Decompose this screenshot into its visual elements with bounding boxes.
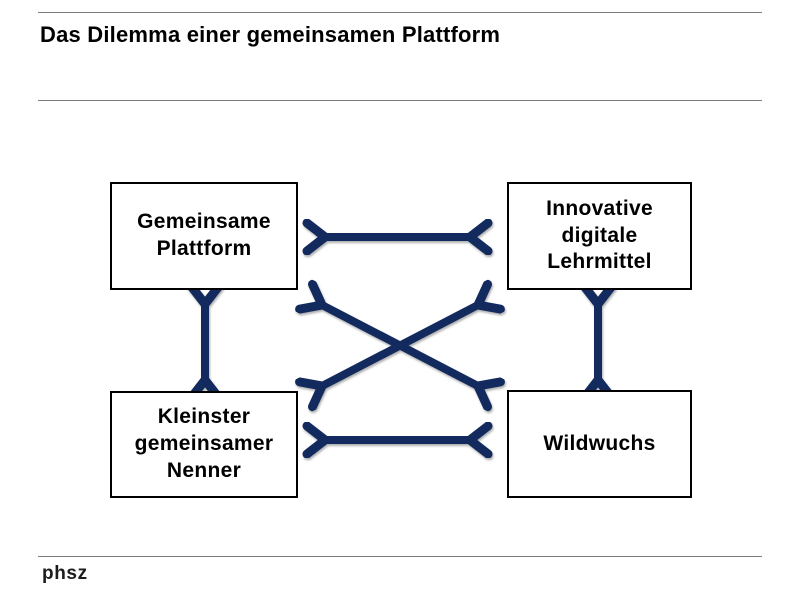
footer-rule-line (38, 556, 762, 557)
box-gemeinsame-plattform: Gemeinsame Plattform (110, 182, 298, 290)
box-label: Gemeinsame Plattform (137, 210, 271, 260)
box-label: Innovative digitale Lehrmittel (546, 196, 653, 274)
top-rule-line (38, 12, 762, 13)
phsz-logo: phsz (42, 563, 88, 584)
arrow-diagonal-up (322, 305, 478, 386)
box-label: Wildwuchs (543, 431, 656, 455)
header-rule-line (38, 100, 762, 101)
box-wildwuchs: Wildwuchs (507, 390, 692, 498)
box-label: Kleinster gemeinsamer Nenner (134, 405, 274, 482)
page-title: Das Dilemma einer gemeinsamen Plattform (40, 22, 501, 47)
arrow-diagonal-down (322, 305, 478, 386)
box-innovative-digitale-lehrmittel: Innovative digitale Lehrmittel (507, 182, 692, 290)
box-kleinster-gemeinsamer-nenner: Kleinster gemeinsamer Nenner (110, 391, 298, 498)
